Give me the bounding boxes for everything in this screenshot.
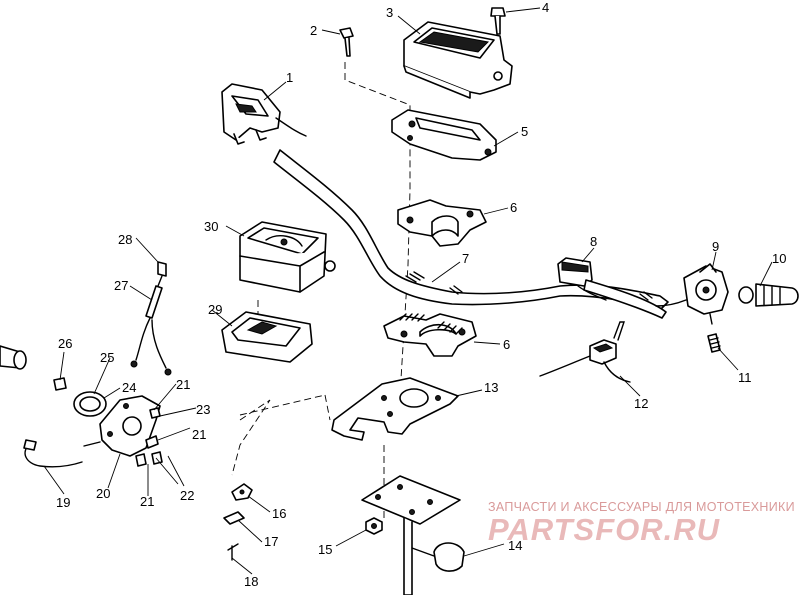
gauge-mount-housing bbox=[83, 395, 163, 467]
callout-1: 1 bbox=[286, 70, 293, 85]
wiring-harness bbox=[130, 261, 172, 376]
callout-12: 12 bbox=[634, 396, 648, 411]
left-switch-housing bbox=[221, 83, 307, 145]
watermark-tagline: ЗАПЧАСТИ И АКСЕССУАРЫ ДЛЯ МОТОТЕХНИКИ bbox=[488, 500, 795, 514]
callout-8: 8 bbox=[590, 234, 597, 249]
callout-9: 9 bbox=[712, 239, 719, 254]
bulb-gasket-socket bbox=[0, 345, 107, 417]
handlebar-cover bbox=[403, 21, 513, 99]
callout-20: 20 bbox=[96, 486, 110, 501]
handlebar-clamp-upper bbox=[397, 199, 487, 247]
callout-24: 24 bbox=[122, 380, 136, 395]
callout-21b: 21 bbox=[192, 427, 206, 442]
callout-2: 2 bbox=[310, 23, 317, 38]
handlebar-grip bbox=[738, 283, 799, 307]
callout-labels: 1 2 3 4 5 6 6 7 8 9 10 11 12 13 14 15 16… bbox=[56, 0, 786, 589]
callout-19: 19 bbox=[56, 495, 70, 510]
callout-21c: 21 bbox=[140, 494, 154, 509]
gauge-gasket bbox=[221, 311, 313, 363]
callout-30: 30 bbox=[204, 219, 218, 234]
throttle-switch bbox=[539, 321, 631, 383]
callout-22: 22 bbox=[180, 488, 194, 503]
callout-4: 4 bbox=[542, 0, 549, 15]
callout-23: 23 bbox=[196, 402, 210, 417]
callout-21a: 21 bbox=[176, 377, 190, 392]
small-hardware bbox=[223, 483, 253, 561]
callout-5: 5 bbox=[521, 124, 528, 139]
throttle-housing bbox=[655, 263, 729, 325]
callout-29: 29 bbox=[208, 302, 222, 317]
callout-6a: 6 bbox=[510, 200, 517, 215]
watermark-logo: PARTSFOR.RU bbox=[488, 512, 721, 547]
nut-15 bbox=[365, 517, 383, 535]
instrument-bracket bbox=[331, 377, 459, 441]
brake-switch bbox=[557, 257, 667, 319]
bolt-4 bbox=[490, 7, 506, 35]
callout-3: 3 bbox=[386, 5, 393, 20]
callout-26: 26 bbox=[58, 336, 72, 351]
callout-28: 28 bbox=[118, 232, 132, 247]
callout-18: 18 bbox=[244, 574, 258, 589]
leader-lines bbox=[43, 7, 773, 575]
callout-13: 13 bbox=[484, 380, 498, 395]
callout-27: 27 bbox=[114, 278, 128, 293]
speedometer bbox=[239, 221, 336, 293]
callout-15: 15 bbox=[318, 542, 332, 557]
callout-17: 17 bbox=[264, 534, 278, 549]
speedometer-cable-end bbox=[23, 439, 83, 468]
callout-7: 7 bbox=[462, 251, 469, 266]
callout-6b: 6 bbox=[503, 337, 510, 352]
callout-16: 16 bbox=[272, 506, 286, 521]
watermark: ЗАПЧАСТИ И АКСЕССУАРЫ ДЛЯ МОТОТЕХНИКИ PA… bbox=[488, 500, 795, 547]
callout-14: 14 bbox=[508, 538, 522, 553]
mount-post bbox=[361, 475, 465, 595]
bolt-2 bbox=[339, 27, 354, 57]
screw-11 bbox=[707, 333, 721, 353]
callout-11: 11 bbox=[738, 370, 752, 385]
callout-25: 25 bbox=[100, 350, 114, 365]
upper-clamp-plate bbox=[391, 109, 497, 161]
handlebar-clamp-lower bbox=[383, 313, 477, 357]
callout-10: 10 bbox=[772, 251, 786, 266]
